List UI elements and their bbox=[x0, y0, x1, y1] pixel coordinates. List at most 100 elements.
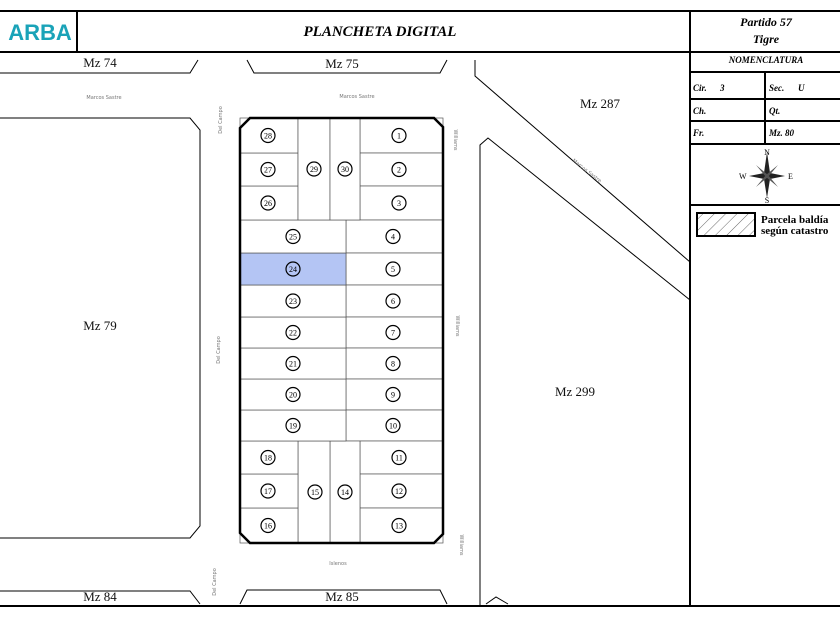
parcel-30[interactable]: 30 bbox=[329, 117, 361, 221]
mz299-label: Mz 299 bbox=[555, 384, 595, 399]
parcel-boundary[interactable] bbox=[345, 347, 444, 380]
parcel-7[interactable]: 7 bbox=[345, 316, 444, 349]
parcel-boundary[interactable] bbox=[345, 219, 444, 254]
parcel-27[interactable]: 27 bbox=[239, 152, 299, 187]
parcel-number: 9 bbox=[391, 391, 395, 400]
parcel-number-circle bbox=[385, 228, 401, 245]
parcel-number-circle bbox=[260, 449, 276, 466]
parcel-boundary[interactable] bbox=[239, 117, 299, 154]
parcel-number-circle bbox=[306, 161, 322, 177]
legend-line2: según catastro bbox=[761, 225, 829, 237]
parcel-12[interactable]: 12 bbox=[359, 473, 444, 509]
parcel-1[interactable]: 1 bbox=[359, 117, 444, 154]
parcel-10[interactable]: 10 bbox=[345, 409, 444, 442]
street-marcos-sastre: Marcos Sastre bbox=[339, 94, 374, 100]
parcel-20[interactable]: 20 bbox=[239, 378, 347, 411]
parcel-number-circle bbox=[391, 449, 407, 466]
parcel-6[interactable]: 6 bbox=[345, 284, 444, 318]
parcel-boundary[interactable] bbox=[359, 473, 444, 509]
parcel-number: 19 bbox=[289, 422, 297, 431]
parcel-number: 22 bbox=[289, 329, 297, 338]
parcel-number: 12 bbox=[395, 487, 403, 496]
parcel-number: 29 bbox=[310, 165, 318, 174]
parcel-number-circle bbox=[391, 517, 407, 534]
parcel-number: 20 bbox=[289, 391, 297, 400]
parcel-number: 3 bbox=[397, 199, 401, 208]
parcel-24[interactable]: 24 bbox=[239, 252, 347, 286]
parcel-boundary[interactable] bbox=[239, 440, 299, 475]
parcel-29[interactable]: 29 bbox=[297, 117, 331, 221]
parcel-22[interactable]: 22 bbox=[239, 316, 347, 349]
sec-value: U bbox=[798, 83, 805, 93]
parcel-boundary[interactable] bbox=[239, 185, 299, 221]
parcel-boundary[interactable] bbox=[359, 440, 444, 475]
parcel-19[interactable]: 19 bbox=[239, 409, 347, 442]
parcel-number-circle bbox=[385, 293, 401, 309]
parcel-25[interactable]: 25 bbox=[239, 219, 347, 254]
parcel-number: 11 bbox=[395, 454, 403, 463]
parcel-13[interactable]: 13 bbox=[359, 507, 444, 544]
parcel-number-circle bbox=[285, 417, 301, 434]
partido-label: Partido 57 bbox=[740, 15, 793, 29]
parcel-number-circle bbox=[260, 517, 276, 534]
parcel-boundary[interactable] bbox=[239, 252, 347, 286]
legend-line1: Parcela baldía bbox=[761, 214, 829, 226]
parcel-boundary[interactable] bbox=[359, 117, 444, 154]
parcel-3[interactable]: 3 bbox=[359, 185, 444, 221]
parcel-17[interactable]: 17 bbox=[239, 473, 299, 509]
parcel-boundary[interactable] bbox=[239, 347, 347, 380]
parcel-8[interactable]: 8 bbox=[345, 347, 444, 380]
parcel-2[interactable]: 2 bbox=[359, 152, 444, 187]
parcel-number: 14 bbox=[341, 488, 349, 497]
parcel-number: 8 bbox=[391, 360, 395, 369]
parcel-number-circle bbox=[285, 293, 301, 309]
parcel-14[interactable]: 14 bbox=[329, 440, 361, 544]
parcel-number-circle bbox=[260, 195, 276, 211]
parcel-number: 24 bbox=[289, 265, 297, 274]
parcel-boundary[interactable] bbox=[359, 507, 444, 544]
parcel-number-circle bbox=[260, 127, 276, 144]
parcel-18[interactable]: 18 bbox=[239, 440, 299, 475]
parcel-26[interactable]: 26 bbox=[239, 185, 299, 221]
street-del-campo: Del Campo bbox=[216, 336, 222, 364]
parcel-4[interactable]: 4 bbox=[345, 219, 444, 254]
mz74-label: Mz 74 bbox=[83, 55, 117, 70]
parcel-number-circle bbox=[385, 417, 401, 434]
parcel-21[interactable]: 21 bbox=[239, 347, 347, 380]
parcel-boundary[interactable] bbox=[359, 185, 444, 221]
parcel-number: 17 bbox=[264, 487, 272, 496]
parcel-boundary[interactable] bbox=[329, 440, 361, 544]
page-title: PLANCHETA DIGITAL bbox=[304, 24, 457, 40]
parcel-number-circle bbox=[285, 324, 301, 341]
street-williams: Williams bbox=[452, 130, 458, 151]
legend-hatch-swatch bbox=[696, 212, 756, 237]
parcel-number: 23 bbox=[289, 297, 297, 306]
parcel-number: 5 bbox=[391, 265, 395, 274]
parcel-boundary[interactable] bbox=[239, 219, 347, 254]
parcel-28[interactable]: 28 bbox=[239, 117, 299, 154]
parcel-15[interactable]: 15 bbox=[297, 440, 331, 544]
parcel-boundary[interactable] bbox=[345, 252, 444, 286]
street-marcos-sastre: Marcos Sastre bbox=[86, 95, 121, 101]
cir-value: 3 bbox=[719, 83, 725, 93]
parcel-boundary[interactable] bbox=[345, 316, 444, 349]
parcel-boundary[interactable] bbox=[329, 117, 361, 221]
street-islenos: Islenos bbox=[329, 561, 347, 567]
parcel-boundary[interactable] bbox=[239, 378, 347, 411]
localidad-label: Tigre bbox=[753, 32, 780, 46]
parcel-boundary[interactable] bbox=[239, 409, 347, 442]
nomenclatura-title: NOMENCLATURA bbox=[728, 55, 804, 65]
parcel-number: 28 bbox=[264, 132, 272, 141]
parcel-9[interactable]: 9 bbox=[345, 378, 444, 411]
parcel-boundary[interactable] bbox=[297, 440, 331, 544]
parcel-boundary[interactable] bbox=[359, 152, 444, 187]
parcel-boundary[interactable] bbox=[239, 152, 299, 187]
compass-e: E bbox=[788, 172, 793, 181]
parcel-number: 25 bbox=[289, 233, 297, 242]
parcel-23[interactable]: 23 bbox=[239, 284, 347, 318]
parcel-11[interactable]: 11 bbox=[359, 440, 444, 475]
parcel-number-circle bbox=[285, 355, 301, 372]
parcel-5[interactable]: 5 bbox=[345, 252, 444, 286]
parcel-number: 27 bbox=[264, 166, 272, 175]
parcel-16[interactable]: 16 bbox=[239, 507, 299, 544]
